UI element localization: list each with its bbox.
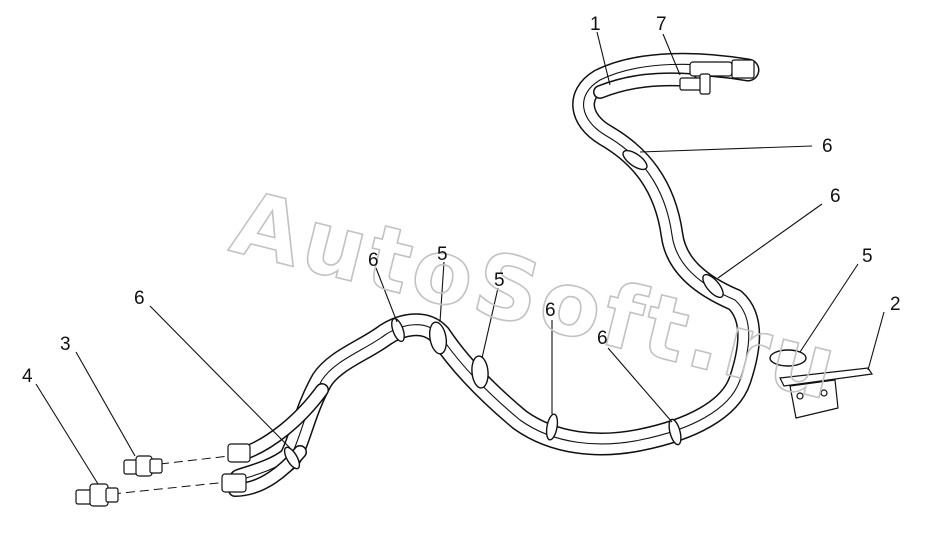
lower-left-fittings	[75, 443, 251, 507]
ring-retainer	[769, 349, 807, 367]
callout-4: 4	[22, 366, 33, 387]
retainer-a	[428, 321, 448, 355]
clamp-center	[545, 413, 559, 441]
clamp-top	[622, 149, 648, 171]
retainers	[428, 321, 489, 389]
callout-labels: 1 7 6 6 5 2 6 5 5 6 6 6 3 4	[22, 14, 901, 387]
callout-6-mid: 6	[830, 186, 841, 207]
callout-5-bracket: 5	[862, 246, 873, 267]
retainer-b	[471, 355, 489, 389]
callout-3: 3	[60, 334, 71, 355]
clamp-far-left	[283, 446, 301, 470]
callout-6-far-left: 6	[134, 288, 145, 309]
callout-1: 1	[590, 14, 601, 35]
clamp-left-upper	[391, 317, 405, 343]
callout-5-b: 5	[494, 270, 505, 291]
callout-6-left: 6	[368, 250, 379, 271]
callout-5-a: 5	[437, 244, 448, 265]
clamp-mid	[702, 273, 724, 299]
leader-lines	[35, 31, 885, 485]
callout-6-top: 6	[822, 136, 833, 157]
fitting-3	[123, 455, 163, 477]
callout-6-center: 6	[545, 300, 556, 321]
callout-6-lower: 6	[597, 328, 608, 349]
clamp-lower	[668, 418, 682, 446]
callout-2: 2	[890, 294, 901, 315]
callout-7: 7	[656, 14, 667, 35]
clamps	[283, 149, 724, 470]
mounting-bracket	[779, 367, 874, 419]
fitting-4	[75, 483, 119, 507]
upper-fittings	[679, 59, 755, 95]
